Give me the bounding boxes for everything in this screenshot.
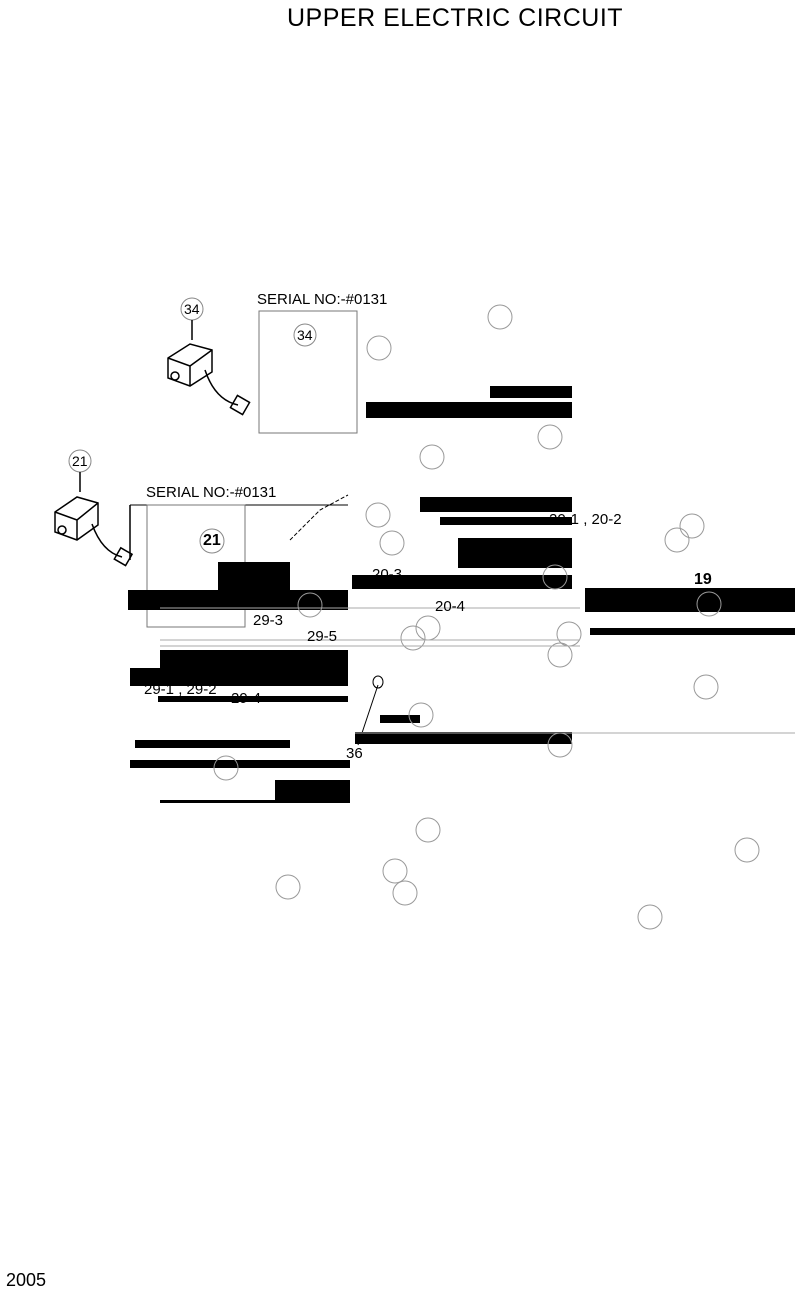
harness-bar bbox=[130, 668, 160, 686]
harness-bar bbox=[128, 590, 348, 610]
harness-bar bbox=[130, 760, 350, 768]
harness-bar bbox=[490, 386, 572, 398]
harness-bar bbox=[458, 538, 572, 568]
callout-circle bbox=[637, 904, 663, 930]
page-title: UPPER ELECTRIC CIRCUIT bbox=[287, 4, 624, 32]
callout-circle bbox=[199, 528, 225, 554]
callout-29-5: 29-5 bbox=[307, 628, 338, 645]
harness-bar bbox=[585, 588, 795, 612]
callout-circle bbox=[664, 527, 690, 553]
grommet-36 bbox=[372, 675, 384, 689]
page-number: 2005 bbox=[6, 1270, 47, 1290]
harness-bar bbox=[218, 562, 290, 594]
harness-bar bbox=[352, 575, 572, 589]
harness-bar bbox=[275, 780, 350, 802]
harness-line bbox=[289, 494, 349, 541]
harness-bar bbox=[440, 517, 572, 525]
callout-21: 21 bbox=[72, 453, 88, 469]
callout-34: 34 bbox=[184, 301, 200, 317]
wiring-harness-bars bbox=[128, 386, 795, 803]
callout-circle bbox=[415, 817, 441, 843]
harness-bar bbox=[160, 800, 350, 803]
callout-circle bbox=[392, 880, 418, 906]
harness-bar bbox=[590, 628, 795, 635]
callout-circle bbox=[400, 625, 426, 651]
callout-29-4: 29-4 bbox=[231, 690, 262, 707]
callout-circle bbox=[537, 424, 563, 450]
harness-bar bbox=[160, 650, 348, 686]
callout-circle bbox=[297, 592, 323, 618]
harness-bar bbox=[135, 740, 290, 748]
callout-circle bbox=[213, 755, 239, 781]
callout-circle bbox=[293, 323, 317, 347]
callout-34-inner: 34 bbox=[297, 327, 313, 343]
relay-21-illustration bbox=[54, 449, 134, 567]
callout-circle bbox=[556, 621, 582, 647]
callout-circle bbox=[382, 858, 408, 884]
callout-21-inner: 21 bbox=[203, 532, 221, 549]
callout-circle bbox=[679, 513, 705, 539]
serial-label-mid: SERIAL NO:-#0131 bbox=[146, 484, 277, 501]
callout-36: 36 bbox=[346, 745, 363, 762]
harness-bar bbox=[380, 715, 420, 723]
harness-bar bbox=[420, 497, 572, 512]
harness-bar bbox=[355, 732, 572, 744]
callout-circle bbox=[693, 674, 719, 700]
harness-bar bbox=[158, 696, 348, 702]
thin-lines bbox=[160, 607, 795, 734]
serial-box-34 bbox=[258, 310, 358, 434]
relay-34-illustration bbox=[167, 297, 251, 416]
callout-20-1-20-2: 20-1 , 20-2 bbox=[549, 511, 622, 528]
callout-circle bbox=[487, 304, 513, 330]
callout-circle bbox=[366, 335, 392, 361]
callout-20-4: 20-4 bbox=[435, 598, 466, 615]
callout-29-1-29-2: 29-1 , 29-2 bbox=[144, 681, 217, 698]
callout-19: 19 bbox=[694, 571, 712, 588]
harness-bar bbox=[366, 402, 572, 418]
callout-circle bbox=[696, 591, 722, 617]
serial-label-top: SERIAL NO:-#0131 bbox=[257, 291, 388, 308]
callout-circle bbox=[734, 837, 760, 863]
callout-circle bbox=[419, 444, 445, 470]
callout-circle bbox=[408, 702, 434, 728]
callout-circle bbox=[547, 642, 573, 668]
callout-circle bbox=[275, 874, 301, 900]
callout-circles bbox=[213, 304, 760, 930]
callout-circle bbox=[379, 530, 405, 556]
callout-20-3: 20-3 bbox=[372, 566, 403, 583]
callout-circle bbox=[365, 502, 391, 528]
callout-29-3: 29-3 bbox=[253, 612, 284, 629]
callout-circle bbox=[542, 564, 568, 590]
